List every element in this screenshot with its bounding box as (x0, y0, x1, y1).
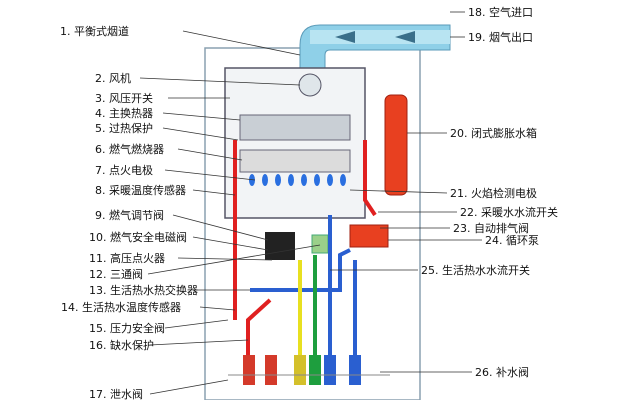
label-circulation-pump: 24. 循环泵 (485, 234, 539, 247)
hot-water-out (246, 298, 272, 360)
gas-burner (239, 149, 351, 173)
label-flue: 1. 平衡式烟道 (60, 25, 129, 38)
air-inlet-channel (310, 30, 450, 44)
leader-lines-right (330, 11, 482, 373)
cold-pipe (250, 248, 351, 292)
flames (249, 174, 346, 186)
expansion-tank (384, 94, 408, 196)
combustion-chamber (224, 67, 366, 219)
three-way-valve (311, 234, 329, 254)
label-auto-air-vent: 23. 自动排气阀 (453, 222, 529, 235)
label-dhw-flow-switch: 25. 生活热水水流开关 (421, 264, 530, 277)
label-gas-safety-solenoid: 10. 燃气安全电磁阀 (89, 231, 187, 244)
circulation-pump (349, 224, 389, 248)
label-dhw-heat-exchanger: 13. 生活热水热交换器 (89, 284, 198, 297)
hot-pipe-right (363, 140, 377, 217)
leader-lines-left (139, 30, 321, 395)
label-low-water-protection: 16. 缺水保护 (89, 339, 154, 352)
label-overheat-protection: 5. 过热保护 (95, 122, 153, 135)
label-heating-temp-sensor: 8. 采暖温度传感器 (95, 184, 186, 197)
label-ignition-electrode: 7. 点火电极 (95, 164, 153, 177)
label-air-inlet: 18. 空气进口 (468, 6, 533, 19)
label-gas-regulating-valve: 9. 燃气调节阀 (95, 209, 164, 222)
label-expansion-tank: 20. 闭式膨胀水箱 (450, 127, 537, 140)
air-arrow-icon (335, 31, 355, 43)
label-heating-flow-switch: 22. 采暖水水流开关 (460, 206, 558, 219)
label-dhw-temp-sensor: 14. 生活热水温度传感器 (61, 301, 181, 314)
bottom-fittings (243, 355, 361, 385)
label-main-heat-exchanger: 4. 主换热器 (95, 107, 153, 120)
label-fill-valve: 26. 补水阀 (475, 366, 529, 379)
label-flue-outlet: 19. 烟气出口 (468, 31, 533, 44)
fan-icon (298, 73, 322, 97)
label-gas-burner: 6. 燃气燃烧器 (95, 143, 164, 156)
gas-valve (265, 232, 295, 260)
label-air-pressure-switch: 3. 风压开关 (95, 92, 153, 105)
label-pressure-safety-valve: 15. 压力安全阀 (89, 322, 165, 335)
label-fan: 2. 风机 (95, 72, 131, 85)
flue-arrow-icon (395, 31, 415, 43)
label-three-way-valve: 12. 三通阀 (89, 268, 143, 281)
label-drain-valve: 17. 泄水阀 (89, 388, 143, 401)
label-high-voltage-igniter: 11. 高压点火器 (89, 252, 165, 265)
heat-exchanger (239, 114, 351, 141)
label-flame-detection-electrode: 21. 火焰检测电极 (450, 187, 537, 200)
